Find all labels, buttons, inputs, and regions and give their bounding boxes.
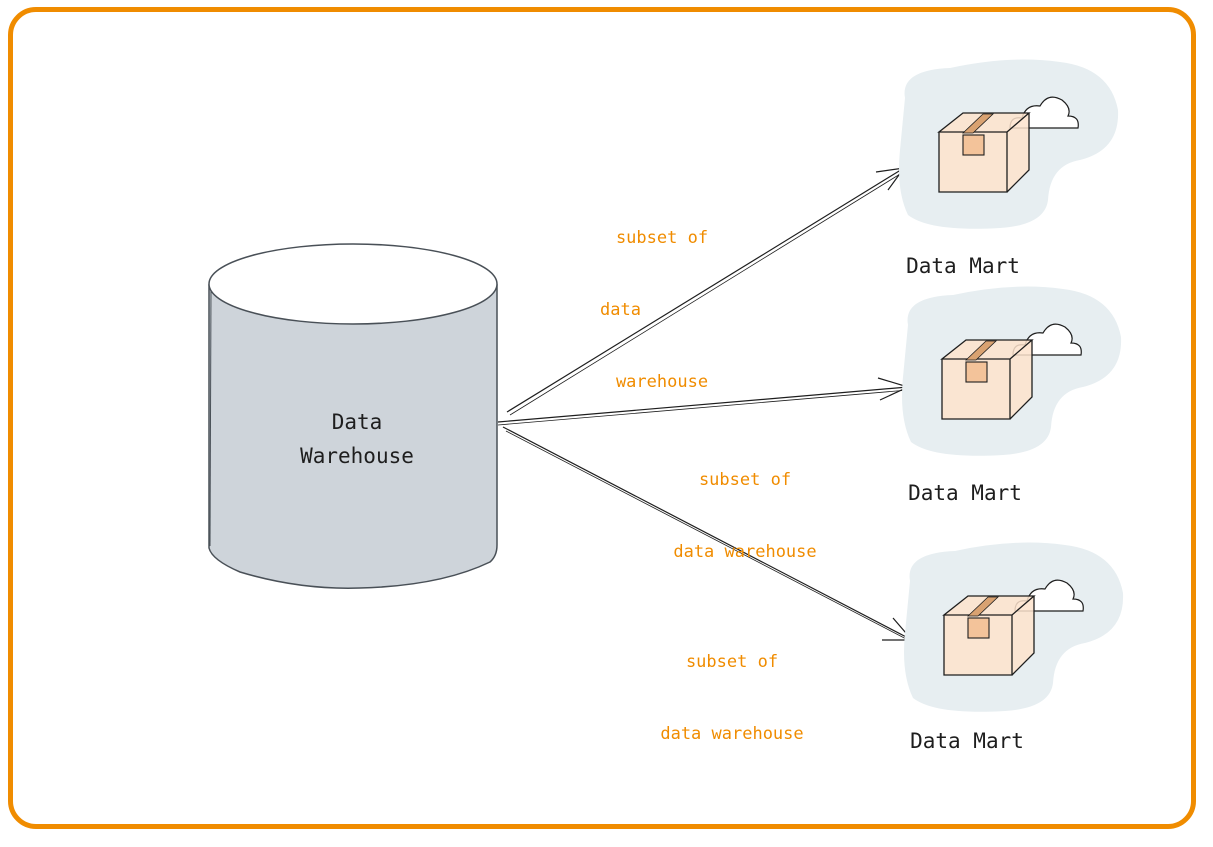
edge-label-1-line: subset of xyxy=(615,228,709,248)
diagram-frame xyxy=(8,7,1196,829)
data-mart-label-1: Data Mart xyxy=(906,254,1020,278)
edge-label-2-line: data warehouse xyxy=(673,542,817,562)
edge-label-1: subset of data warehouse xyxy=(592,178,732,418)
data-mart-icon-2[interactable] xyxy=(902,286,1122,456)
package-box-icon xyxy=(940,339,1034,420)
data-warehouse-label: Data Warehouse xyxy=(257,405,457,473)
edge-label-3-line: subset of xyxy=(685,652,779,672)
edge-label-1-line: data xyxy=(600,300,641,320)
package-box-icon xyxy=(942,595,1036,676)
edge-label-3: subset of data warehouse xyxy=(627,602,837,770)
data-mart-label-3: Data Mart xyxy=(910,729,1024,753)
data-warehouse-cylinder[interactable] xyxy=(208,243,498,589)
edge-label-3-line: data warehouse xyxy=(660,724,804,744)
edge-label-2: subset of data warehouse xyxy=(640,420,850,588)
data-mart-label-2: Data Mart xyxy=(908,481,1022,505)
package-box-icon xyxy=(937,112,1031,193)
data-mart-icon-1[interactable] xyxy=(899,59,1119,229)
data-warehouse-label-line2: Warehouse xyxy=(300,444,414,468)
data-warehouse-label-line1: Data xyxy=(331,410,383,434)
edge-label-2-line: subset of xyxy=(698,470,792,490)
edge-label-1-line: warehouse xyxy=(615,372,709,392)
data-mart-icon-3[interactable] xyxy=(904,542,1124,712)
